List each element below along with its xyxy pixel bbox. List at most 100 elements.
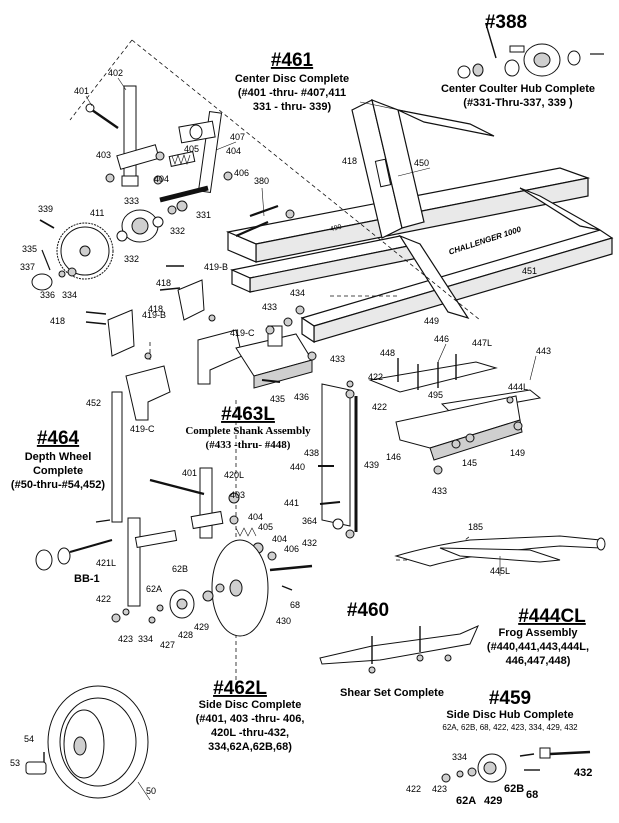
part-label: 411 [90,208,104,218]
assembly-code-464: #464 [37,428,80,449]
assembly-range-462L-b: 420L -thru-432, [211,727,289,739]
part-label: 402 [108,68,123,78]
assembly-title-461: Center Disc Complete [235,73,349,85]
part-label: 428 [178,630,193,640]
part-label: 446 [434,334,449,344]
shank-assembly [235,305,358,539]
part-label: 448 [380,348,395,358]
part-label: 435 [270,394,285,404]
part-label: 423 [432,784,447,794]
assembly-title-462L: Side Disc Complete [199,699,302,711]
assembly-range-444CL-a: (#440,441,443,444L, [487,641,589,653]
part-label: 145 [462,458,477,468]
side-disc-hub [441,747,591,783]
assembly-code-463L: #463L [221,404,275,425]
part-label: 403 [96,150,111,160]
part-label: 432 [302,538,317,548]
part-label: 421L [96,558,116,568]
part-label: 331 [196,210,211,220]
caption-463L: #463L Complete Shank Assembly (#433 -thr… [185,404,311,451]
part-label: 401 [182,468,197,478]
main-frame: CHALLENGER 1000 490 [69,39,614,680]
part-label: 429 [484,795,502,807]
part-label: 404 [154,174,169,184]
part-label: 495 [428,390,443,400]
part-label: 62A [456,795,476,807]
part-label: 50 [146,786,156,796]
part-label: 419-B [142,310,166,320]
part-label: 440 [290,462,305,472]
part-label: 334 [452,752,467,762]
part-label: 53 [10,758,20,768]
assembly-title-444CL: Frog Assembly [498,627,578,639]
part-label: 434 [290,288,305,298]
caption-444CL: #444CL Frog Assembly (#440,441,443,444L,… [487,606,589,667]
assembly-range-462L-c: 334,62A,62B,68) [208,741,292,753]
assembly-range-459: 62A, 62B, 68, 422, 423, 334, 429, 432 [442,723,578,732]
part-label: 439 [364,460,379,470]
assembly-range-463L: (#433 -thru- #448) [206,439,291,451]
caption-460: #460 Shear Set Complete [340,600,444,699]
part-label: 422 [406,784,421,794]
assembly-code-444CL: #444CL [518,606,586,627]
part-label: 68 [526,789,538,801]
part-label: 364 [302,516,317,526]
caption-459: #459 Side Disc Hub Complete 62A, 62B, 68… [442,688,578,732]
part-label: 433 [262,302,277,312]
assembly-code-388: #388 [485,12,527,33]
part-label: 450 [414,158,429,168]
assembly-code-459: #459 [489,688,531,709]
part-label: 334 [62,290,77,300]
leader-lines [85,77,537,801]
assembly-code-461: #461 [271,50,314,71]
part-label: 403 [230,490,245,500]
caption-461: #461 Center Disc Complete (#401 -thru- #… [235,50,349,113]
part-label: 62A [146,584,162,594]
part-label: 422 [96,594,111,604]
part-label: 335 [22,244,37,254]
assembly-range-461-a: (#401 -thru- #407,411 [238,87,346,99]
part-label: 418 [148,304,163,314]
assembly-title-464-a: Depth Wheel [25,451,92,463]
part-label: 432 [574,767,592,779]
assembly-range-388: (#331-Thru-337, 339 ) [463,97,573,109]
part-label: 149 [510,448,525,458]
part-label: 418 [156,278,171,288]
part-label: 449 [424,316,439,326]
part-label: 427 [160,640,175,650]
part-label: 332 [170,226,185,236]
part-label: 418 [50,316,65,326]
part-label: 380 [254,176,269,186]
part-label: 423 [118,634,133,644]
assembly-range-444CL-b: 446,447,448) [506,655,571,667]
center-disc-assembly [31,85,295,291]
part-label: 443 [536,346,551,356]
assembly-title-460: Shear Set Complete [340,687,444,699]
assembly-range-464: (#50-thru-#54,452) [11,479,105,491]
assembly-code-460: #460 [347,600,389,621]
part-label: 404 [248,512,263,522]
part-label: 433 [330,354,345,364]
part-label: 420L [224,470,244,480]
part-label: 62B [504,783,524,795]
assembly-title-388: Center Coulter Hub Complete [441,83,595,95]
part-label: 444L [508,382,528,392]
assembly-range-461-b: 331 - thru- 339) [253,101,332,113]
part-label: 452 [86,398,101,408]
part-label: 332 [124,254,139,264]
part-label: 406 [234,168,249,178]
frame-model-decal: CHALLENGER 1000 [448,225,523,257]
part-label: 429 [194,622,209,632]
part-label: 419-C [230,328,255,338]
part-label: 404 [226,146,241,156]
assembly-code-462L: #462L [213,678,267,699]
part-label: 451 [522,266,537,276]
part-label: 419-B [204,262,228,272]
part-label: 404 [272,534,287,544]
part-label: 339 [38,204,53,214]
part-label: 422 [368,372,383,382]
part-label: 436 [294,392,309,402]
part-label: 62B [172,564,188,574]
